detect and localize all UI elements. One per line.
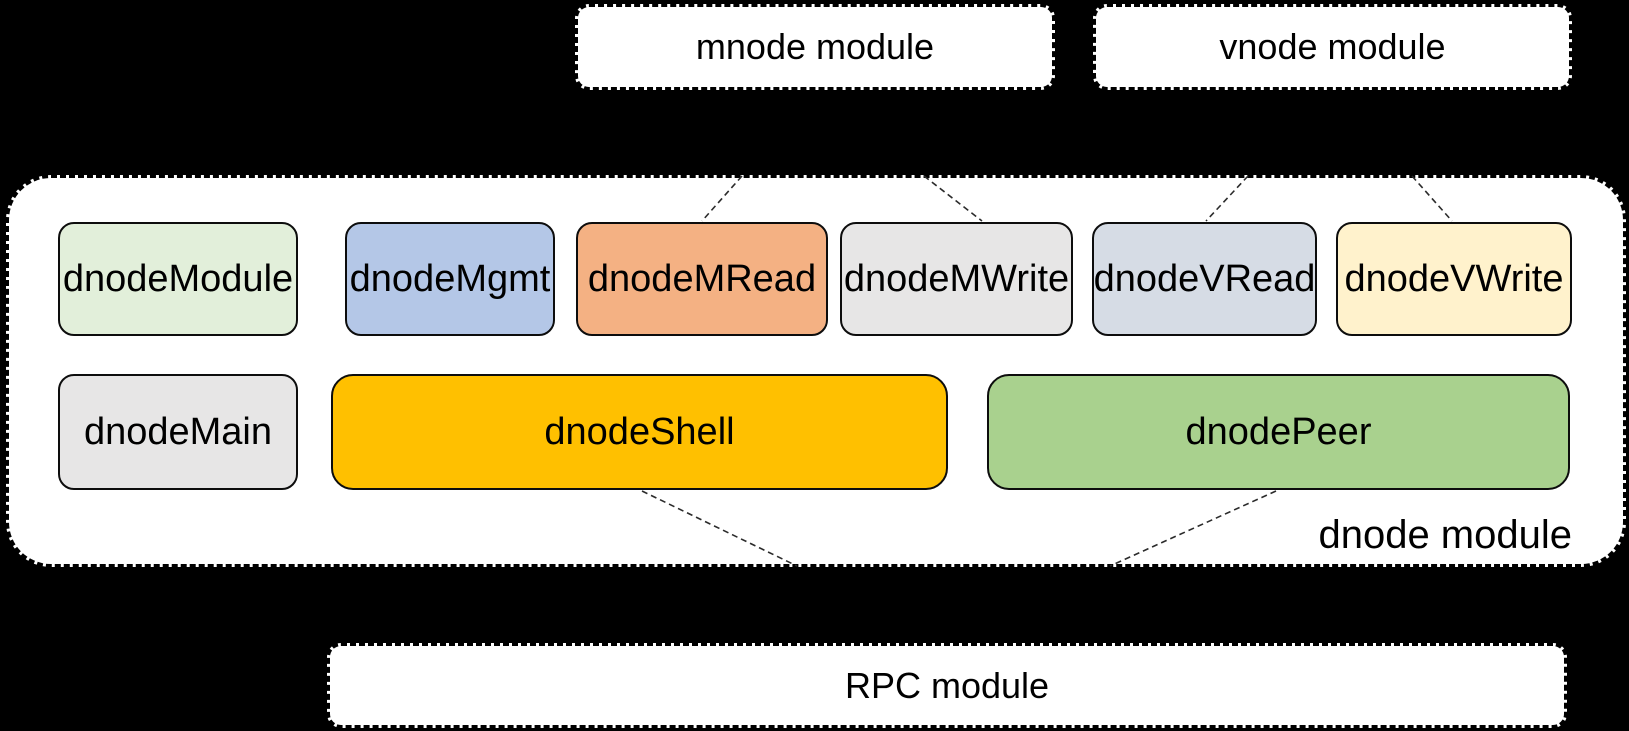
component-box-dnodepeer: dnodePeer <box>987 374 1570 490</box>
component-label-dnodevread: dnodeVRead <box>1093 257 1316 300</box>
component-box-dnodevread: dnodeVRead <box>1092 222 1317 336</box>
dnode-module-label: dnode module <box>1318 513 1572 557</box>
component-label-dnodemgmt: dnodeMgmt <box>349 257 551 300</box>
component-label-dnodeshell: dnodeShell <box>544 410 735 453</box>
component-box-dnodemain: dnodeMain <box>58 374 298 490</box>
component-label-dnodemain: dnodeMain <box>83 410 273 453</box>
component-box-dnodemodule: dnodeModule <box>58 222 298 336</box>
mnode-module-label: mnode module <box>695 26 935 67</box>
component-box-dnodemwrite: dnodeMWrite <box>840 222 1073 336</box>
component-label-dnodepeer: dnodePeer <box>1185 410 1372 453</box>
mnode-module-box: mnode module <box>575 4 1055 90</box>
rpc-module-box: RPC module <box>327 643 1567 728</box>
component-label-dnodemwrite: dnodeMWrite <box>843 257 1070 300</box>
vnode-module-label: vnode module <box>1219 26 1446 67</box>
component-label-dnodemread: dnodeMRead <box>587 257 817 300</box>
vnode-module-box: vnode module <box>1093 4 1572 90</box>
component-label-dnodemodule: dnodeModule <box>62 257 294 300</box>
component-box-dnodeshell: dnodeShell <box>331 374 948 490</box>
component-box-dnodemread: dnodeMRead <box>576 222 828 336</box>
component-label-dnodevwrite: dnodeVWrite <box>1344 257 1564 300</box>
rpc-module-label: RPC module <box>844 664 1050 706</box>
component-box-dnodevwrite: dnodeVWrite <box>1336 222 1572 336</box>
component-box-dnodemgmt: dnodeMgmt <box>345 222 555 336</box>
